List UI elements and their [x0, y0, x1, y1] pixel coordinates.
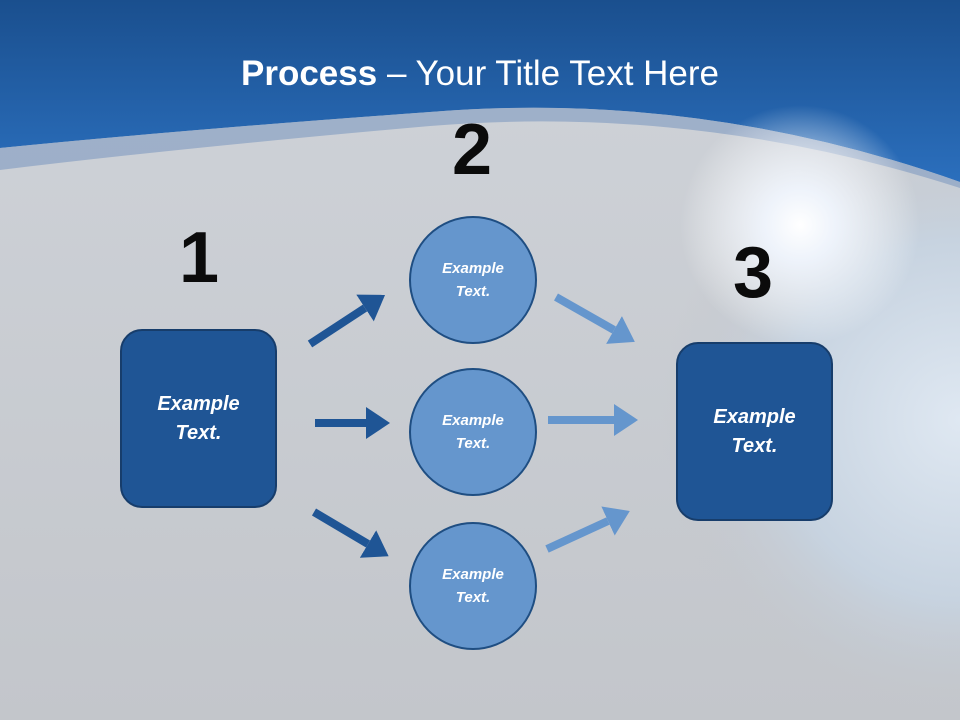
start-box-label: Example Text. — [157, 392, 240, 444]
arrow-bottom-to-end — [545, 506, 630, 553]
circle-middle: Example Text. — [409, 368, 537, 496]
arrow-top-to-end — [554, 293, 635, 344]
title-rest: – Your Title Text Here — [377, 54, 719, 93]
title-bold: Process — [241, 54, 378, 93]
header-arc — [0, 107, 960, 188]
circle-middle-label: Example Text. — [442, 412, 504, 452]
arrow-start-to-top — [307, 294, 386, 348]
circle-bottom: Example Text. — [409, 522, 537, 650]
arrow-start-to-bottom — [311, 508, 389, 558]
circle-top-label: Example Text. — [442, 260, 504, 300]
sun-flare — [680, 105, 920, 345]
step-number-3: 3 — [732, 233, 774, 313]
step-number-2: 2 — [451, 110, 493, 190]
step-number-1: 1 — [178, 218, 220, 298]
slide-title: Process – Your Title Text Here — [0, 50, 960, 98]
end-box: Example Text. — [676, 342, 833, 521]
start-box: Example Text. — [120, 329, 277, 508]
header-band — [0, 0, 960, 182]
circle-top: Example Text. — [409, 216, 537, 344]
end-box-label: Example Text. — [713, 405, 796, 457]
circle-bottom-label: Example Text. — [442, 566, 504, 606]
